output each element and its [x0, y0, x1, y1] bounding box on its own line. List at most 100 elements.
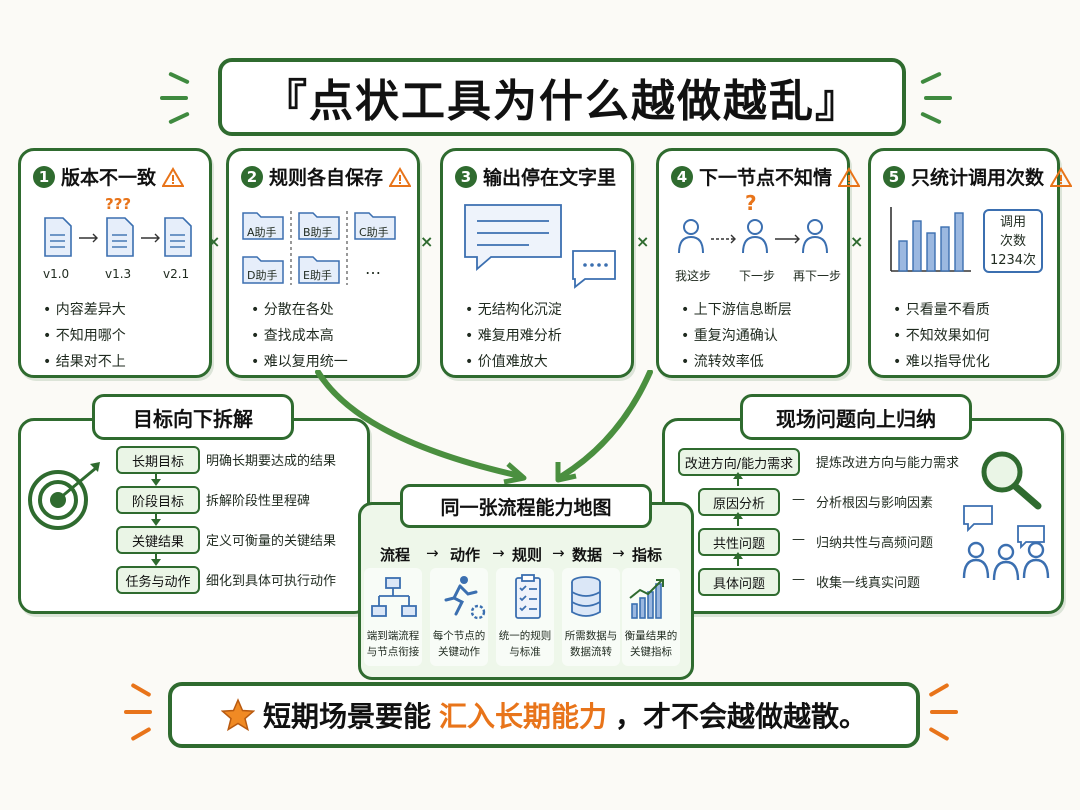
bullet-list: 内容差异大 不知用哪个 结果对不上: [43, 297, 126, 375]
step-desc: —: [792, 532, 805, 547]
card-header: 5 只统计调用次数: [883, 163, 1073, 190]
card-output-text: 3 输出停在文字里 无结构化沉淀 难复用难分析 价值难放大: [440, 148, 634, 378]
flow-process: 流程: [380, 546, 411, 564]
question-mark: ?: [745, 191, 757, 215]
bullet-item: 难以指导优化: [893, 349, 990, 375]
step-desc: 分析根因与影响因素: [816, 496, 934, 511]
down-arrow: [151, 472, 161, 486]
map-caption: 每个节点的关键动作: [424, 628, 494, 660]
step-long-term-goal: 长期目标: [116, 446, 200, 474]
flow-data: 数据: [572, 546, 603, 564]
bullet-list: 上下游信息断层 重复沟通确认 流转效率低: [681, 297, 792, 375]
bullet-item: 流转效率低: [681, 349, 792, 375]
bullet-list: 无结构化沉淀 难复用难分析 价值难放大: [465, 297, 562, 375]
caption-line: 与标准: [509, 646, 541, 658]
step-desc: 归纳共性与高频问题: [816, 536, 934, 551]
title-accent-dash: [168, 71, 190, 85]
bullet-list: 只看量不看质 不知效果如何 难以指导优化: [893, 297, 990, 375]
card-title: 输出停在文字里: [483, 167, 617, 189]
bullet-item: 查找成本高: [251, 323, 348, 349]
up-arrow: [733, 512, 743, 526]
banner-accent-dash: [124, 710, 152, 714]
caption-line: 与节点衔接: [366, 646, 420, 658]
bullet-item: 内容差异大: [43, 297, 126, 323]
caption-line: 数据流转: [570, 646, 612, 658]
bullet-item: 结果对不上: [43, 349, 126, 375]
bullet-item: 分散在各处: [251, 297, 348, 323]
flow-action: 动作: [450, 546, 481, 564]
map-icons-row: [371, 574, 664, 620]
caption-line: 每个节点的: [432, 630, 486, 642]
flow-arrow: →: [492, 544, 505, 562]
connector-x: ×: [636, 232, 650, 251]
converging-arrows: [315, 370, 653, 485]
magnifier-people-icon: [962, 451, 1050, 581]
banner-text-post: ，才不会越做越散。: [615, 700, 868, 733]
step-desc: 提炼改进方向与能力需求: [816, 456, 960, 471]
step-desc: 收集一线真实问题: [816, 576, 921, 591]
step-desc: 拆解阶段性里程碑: [206, 494, 311, 509]
banner-accent-dash: [928, 682, 950, 698]
folder-grid-icon: [242, 211, 396, 285]
assistant-label: A助手: [247, 226, 277, 239]
card-title: 版本不一致: [61, 167, 157, 189]
chat-bubble-icon: [464, 204, 616, 289]
card-number: 5: [883, 165, 905, 188]
step-label: 下一步: [739, 269, 776, 283]
page-title-box: 『点状工具为什么越做越乱』: [218, 58, 906, 136]
flowchart-icon: [371, 577, 417, 617]
database-icon: [571, 576, 601, 617]
map-title: 同一张流程能力地图: [400, 484, 652, 528]
target-icon: [28, 462, 100, 530]
card-header: 3 输出停在文字里: [455, 163, 616, 190]
card-count-only: 5 只统计调用次数 调用 次数 1234次 只看量不看质 不知效果如何 难以指导…: [868, 148, 1073, 378]
step-desc: 明确长期要达成的结果: [206, 454, 337, 469]
card-version-inconsistent: 1 版本不一致 ??? v1.0 v1.3 v2.1 内容差异大 不知用哪个 结…: [18, 148, 212, 378]
title-accent-dash: [168, 111, 190, 125]
card-number: 2: [241, 165, 263, 188]
card-header: 4 下一节点不知情: [671, 163, 861, 190]
banner-text-pre: 短期场景要能: [262, 700, 431, 733]
step-desc: 细化到具体可执行动作: [206, 574, 337, 589]
step-desc: 定义可衡量的关键结果: [206, 534, 337, 549]
connector-x: ×: [207, 232, 221, 251]
flow-arrow: →: [552, 544, 565, 562]
down-arrow: [151, 512, 161, 526]
card-title: 规则各自保存: [269, 167, 384, 189]
up-arrow: [733, 472, 743, 486]
card-next-node-unaware: 4 下一节点不知情 ? 我这步 下一步 再下一步 上下游信息断层 重复沟通确认 …: [656, 148, 861, 378]
card-rules-separate: 2 规则各自保存 A助手 B助手 C助手 D助手 E助手 … 分散在各处 查找成…: [226, 148, 420, 378]
step-desc: —: [792, 572, 805, 587]
bullet-item: 重复沟通确认: [681, 323, 792, 349]
assistant-label: D助手: [247, 269, 278, 282]
title-accent-dash: [920, 71, 942, 85]
card-number: 1: [33, 165, 55, 188]
card-title: 下一节点不知情: [699, 167, 833, 189]
bullet-item: 难以复用统一: [251, 349, 348, 375]
caption-line: 关键指标: [630, 646, 672, 658]
bullet-item: 上下游信息断层: [681, 297, 792, 323]
bullet-item: 只看量不看质: [893, 297, 990, 323]
call-count-label: 次数: [999, 234, 1026, 249]
call-count-value: 1234次: [989, 253, 1037, 268]
question-marks: ???: [105, 195, 132, 213]
call-count-label: 调用: [999, 215, 1026, 230]
bullet-item: 不知效果如何: [893, 323, 990, 349]
caption-line: 统一的规则: [498, 630, 552, 642]
call-count-badge: 调用 次数 1234次: [983, 209, 1043, 273]
banner-accent-dash: [130, 726, 152, 742]
step-stage-goal: 阶段目标: [116, 486, 200, 514]
step-label: 再下一步: [793, 269, 842, 283]
version-label: v1.3: [105, 267, 132, 281]
bullet-list: 分散在各处 查找成本高 难以复用统一: [251, 297, 348, 375]
star-icon: [220, 698, 255, 732]
step-key-result: 关键结果: [116, 526, 200, 554]
conclusion-banner: 短期场景要能汇入长期能力，才不会越做越散。: [168, 682, 920, 748]
connector-x: ×: [420, 232, 434, 251]
down-arrow: [151, 552, 161, 566]
flow-arrow: →: [612, 544, 625, 562]
bullet-item: 难复用难分析: [465, 323, 562, 349]
bullet-item: 价值难放大: [465, 349, 562, 375]
step-specific-issues: 具体问题: [698, 568, 780, 596]
warning-icon: [838, 166, 861, 187]
